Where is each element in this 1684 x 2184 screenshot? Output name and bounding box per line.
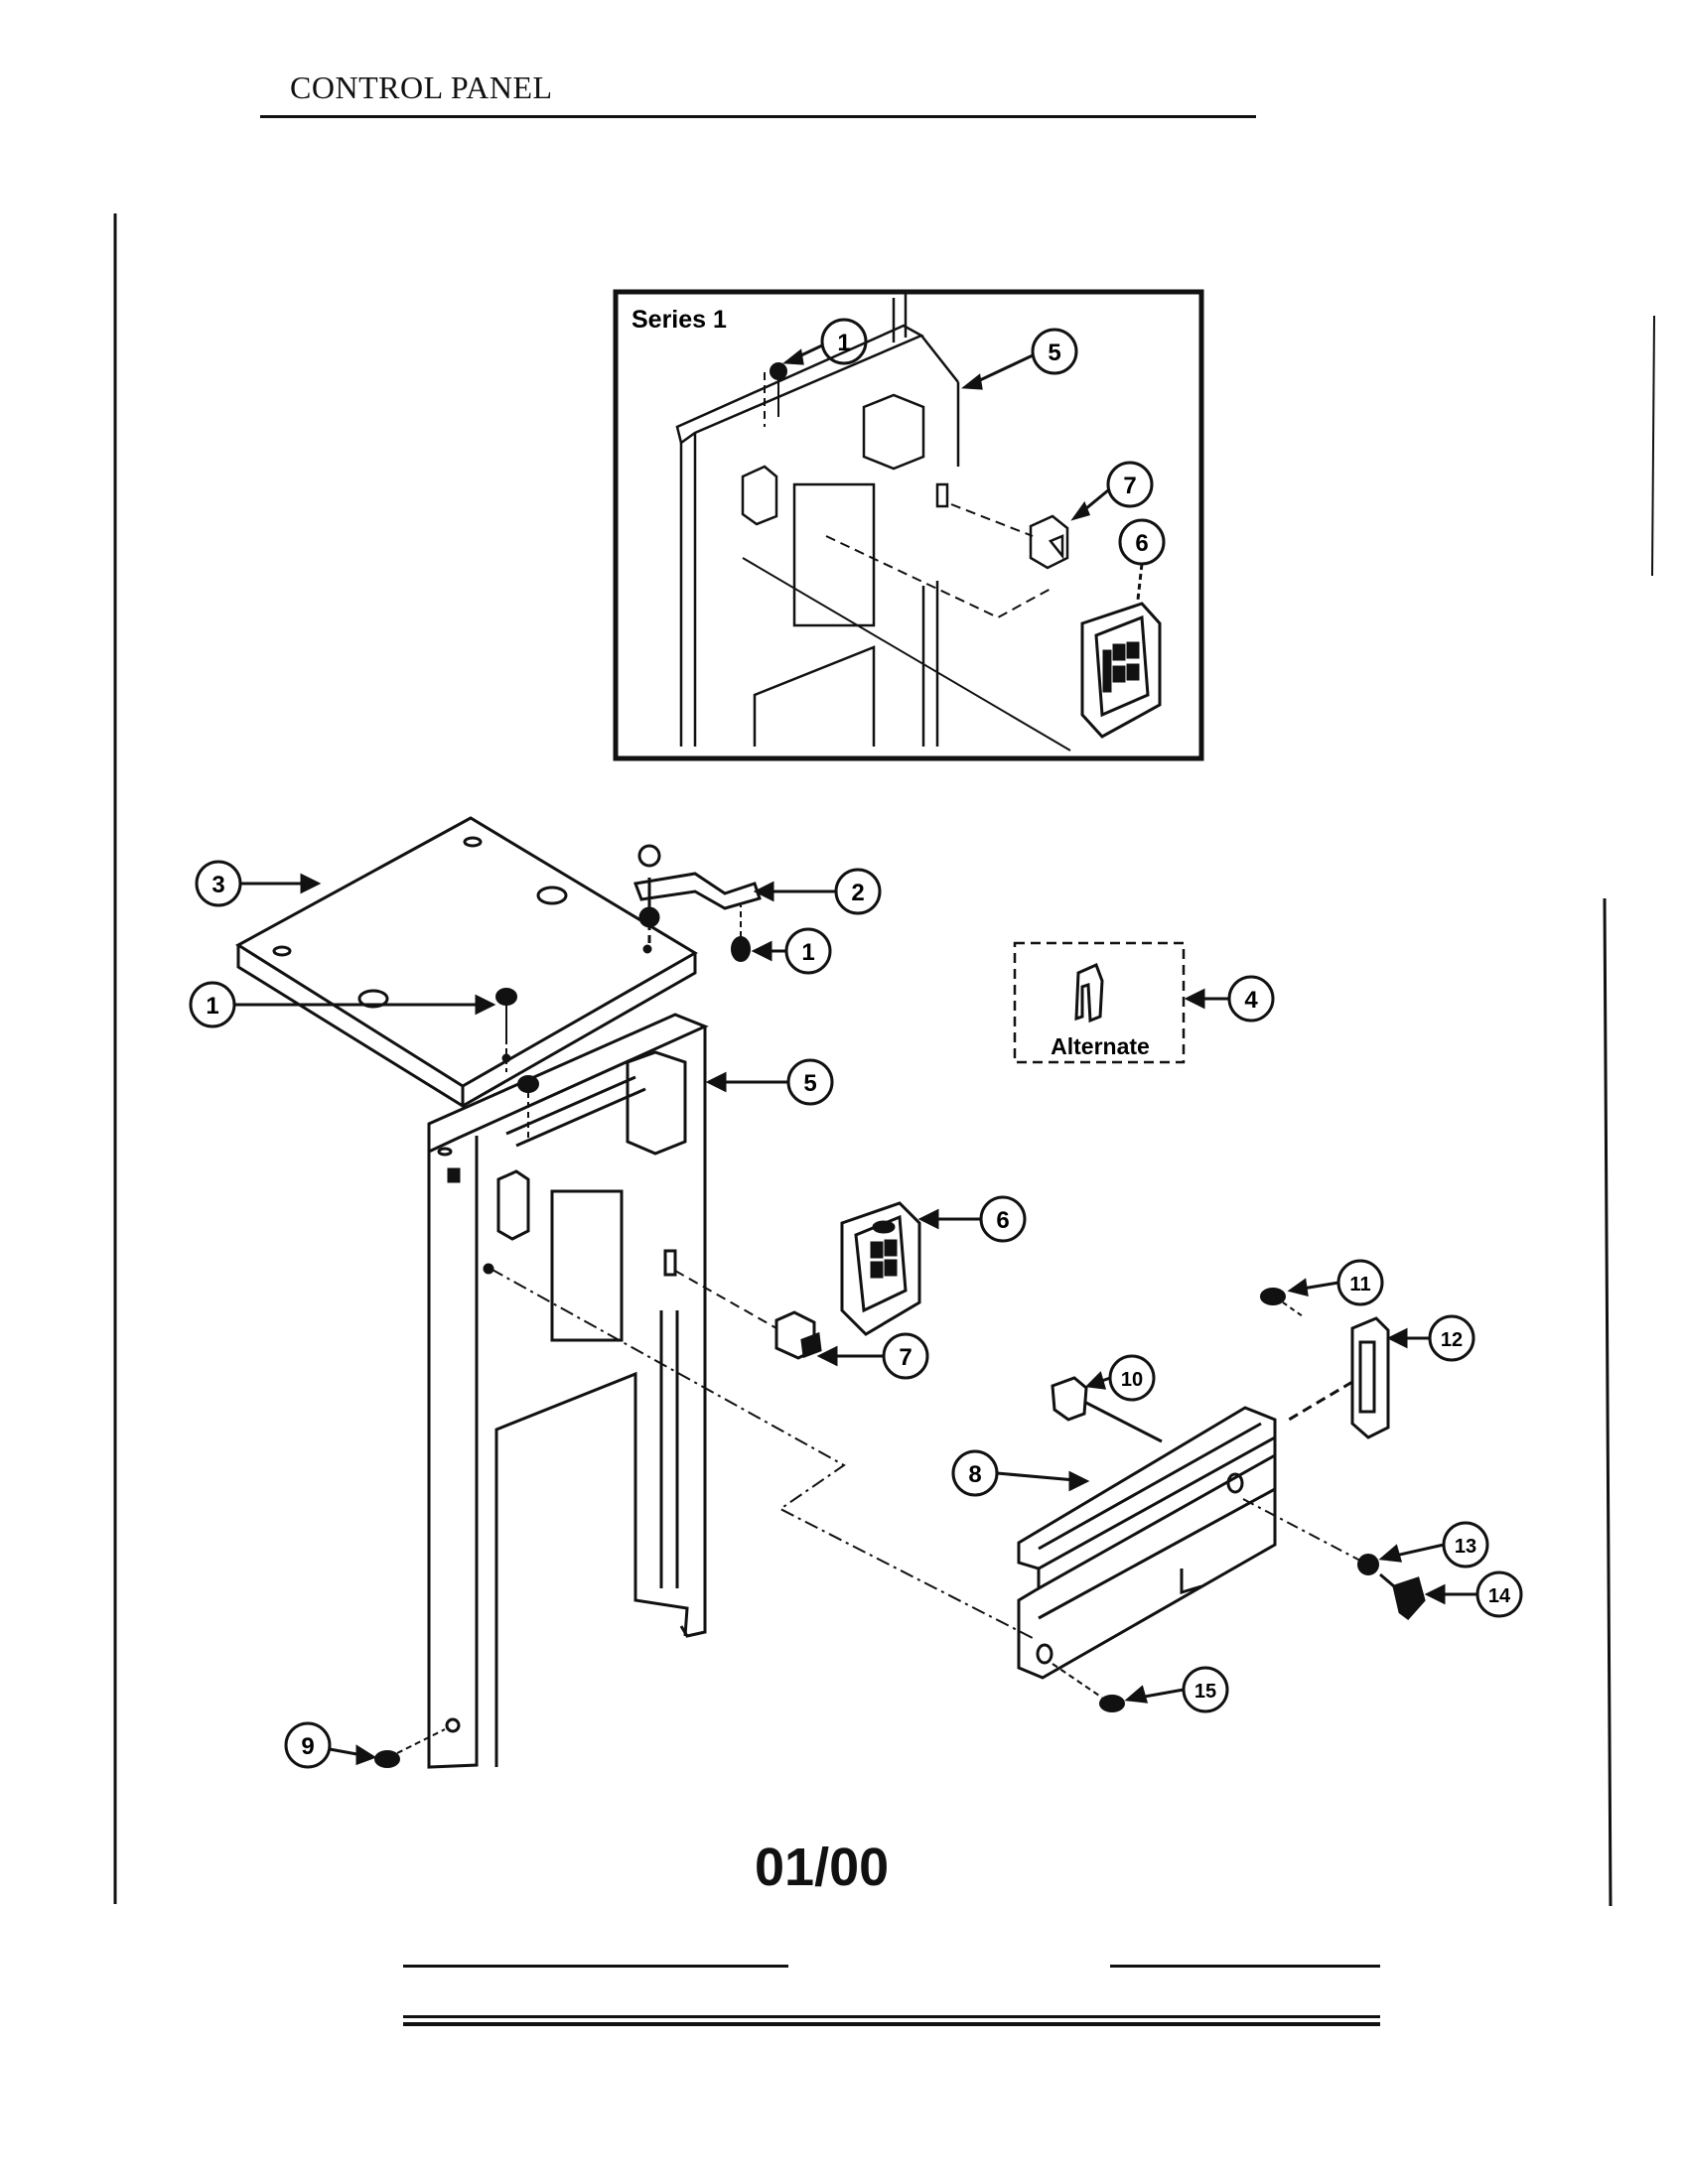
- clip-10: [1051, 1376, 1163, 1443]
- inset-series-1: Series 1: [613, 289, 1204, 761]
- callout-13-label: 13: [1455, 1536, 1476, 1558]
- inset-callout-5-label: 5: [1048, 340, 1060, 366]
- callout-9-label: 9: [301, 1733, 314, 1760]
- callout-5-label: 5: [803, 1070, 816, 1097]
- inset-callout-1: [781, 318, 868, 365]
- nut-13: [1242, 1498, 1379, 1575]
- screw-1-left: [495, 988, 539, 1142]
- callout-12: [1386, 1314, 1475, 1362]
- callout-14-label: 14: [1488, 1585, 1511, 1607]
- inset-callout-6-label: 6: [1135, 530, 1148, 557]
- callout-6: [917, 1195, 1027, 1243]
- callout-13: [1378, 1521, 1489, 1569]
- panel-frame-5: [427, 1013, 709, 1769]
- screw-11: [1260, 1288, 1304, 1317]
- routing-line: [490, 1268, 1034, 1639]
- inset-callout-7-label: 7: [1123, 473, 1136, 499]
- callout-11: [1287, 1259, 1384, 1306]
- screw-9: [374, 1728, 446, 1768]
- callout-10: [1084, 1354, 1156, 1402]
- callout-15-label: 15: [1194, 1681, 1216, 1703]
- right-margin-rule-upper: [1651, 315, 1655, 577]
- inset-callout-6: [1118, 518, 1166, 601]
- inset-switch-7: [1029, 514, 1069, 570]
- callout-3: [195, 860, 322, 907]
- housing-6: [840, 1201, 921, 1336]
- inset-callout-7: [1070, 461, 1154, 521]
- callout-9: [284, 1721, 377, 1769]
- callout-10-label: 10: [1121, 1369, 1143, 1391]
- callout-7: [816, 1332, 929, 1380]
- callout-1-left: [189, 981, 496, 1028]
- callout-8: [951, 1449, 1090, 1497]
- inset-screw-1: [764, 362, 787, 427]
- callout-8-label: 8: [968, 1461, 981, 1488]
- inset-panel-5: [675, 294, 960, 747]
- callout-1-right: [751, 927, 832, 975]
- bolt-14: [1379, 1572, 1426, 1621]
- callout-2: [753, 868, 882, 915]
- callout-1-right-label: 1: [801, 939, 814, 966]
- inset-callout-1-label: 1: [837, 330, 850, 356]
- plate-12: [1288, 1316, 1390, 1439]
- callout-3-label: 3: [211, 872, 224, 898]
- callout-14: [1424, 1570, 1523, 1618]
- callout-2-label: 2: [851, 880, 864, 906]
- title-rule: [260, 115, 1256, 118]
- bracket-2: [632, 844, 762, 943]
- callout-6-label: 6: [996, 1207, 1009, 1234]
- footer-rule-right: [1110, 1965, 1380, 1968]
- callout-4: [1184, 975, 1275, 1023]
- callout-4-label: 4: [1244, 987, 1258, 1014]
- callout-7-label: 7: [899, 1344, 912, 1371]
- switch-7: [774, 1310, 822, 1360]
- callout-11-label: 11: [1349, 1274, 1370, 1296]
- inset-frame: [613, 289, 1204, 761]
- date-code: 01/00: [755, 1838, 890, 1897]
- alternate-label: Alternate: [1051, 1033, 1150, 1059]
- footer-double-rule-top: [403, 2015, 1380, 2018]
- inset-label: Series 1: [632, 306, 727, 334]
- callout-1-left-label: 1: [206, 993, 218, 1020]
- footer-rule-left: [403, 1965, 788, 1968]
- rail-8: [1017, 1406, 1277, 1680]
- top-cover-3: [235, 816, 698, 1108]
- inset-housing-6: [1080, 602, 1162, 739]
- screw-1-right: [731, 905, 751, 962]
- alternate-box-4: Alternate: [1013, 941, 1186, 1064]
- page-title: CONTROL PANEL: [290, 69, 553, 105]
- inset-callout-5: [960, 328, 1078, 390]
- callout-15: [1124, 1666, 1229, 1713]
- callout-12-label: 12: [1441, 1329, 1463, 1351]
- callout-5: [705, 1058, 834, 1106]
- screw-15: [1052, 1663, 1125, 1712]
- right-margin-rule-lower: [1603, 897, 1613, 1907]
- footer-double-rule-bottom: [403, 2022, 1380, 2026]
